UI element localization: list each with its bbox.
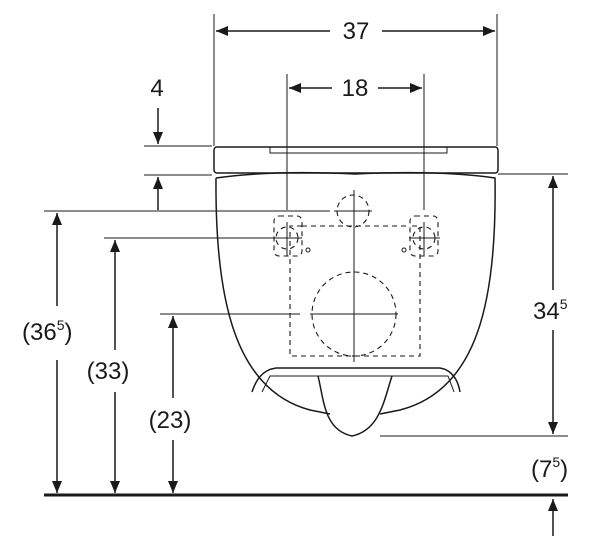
- label-floor-gap-main: (7: [531, 456, 552, 483]
- dimension-lines: [52, 26, 558, 536]
- wc-body: [213, 146, 499, 437]
- label-total-height: (365): [22, 317, 72, 346]
- wc-seat: [213, 146, 499, 174]
- label-fixing-spacing: 18: [342, 75, 369, 102]
- label-total-width: 37: [343, 18, 370, 45]
- wc-rim-inner: [261, 375, 455, 393]
- label-floor-gap-sup: 5: [552, 454, 560, 470]
- extension-lines: [44, 14, 568, 437]
- label-floor-gap-close: ): [560, 456, 568, 483]
- label-total-height-sup: 5: [57, 317, 65, 333]
- label-fixing-height: (33): [87, 358, 130, 385]
- wc-rim: [251, 367, 461, 393]
- connection-zone-outline: [289, 225, 421, 357]
- wc-outlet: [317, 375, 393, 437]
- label-seat-thickness: 4: [150, 75, 163, 102]
- wc-bowl-outline: [215, 171, 496, 415]
- left-bolt-housing: [273, 215, 303, 257]
- label-total-height-close: ): [64, 319, 72, 346]
- right-screw-hole: [401, 247, 407, 253]
- seat-hinge-line: [269, 147, 448, 154]
- left-screw-hole: [305, 247, 311, 253]
- centre-lines: [272, 190, 440, 362]
- screw-holes: [305, 247, 407, 253]
- label-drain-height: (23): [149, 407, 192, 434]
- label-wall-height-sup: 5: [560, 296, 568, 312]
- label-total-height-main: (36: [22, 319, 57, 346]
- label-wall-height-main: 34: [533, 298, 560, 325]
- label-floor-gap: (75): [531, 454, 568, 483]
- installation-dashed: [273, 194, 439, 357]
- label-wall-height: 345: [533, 296, 568, 325]
